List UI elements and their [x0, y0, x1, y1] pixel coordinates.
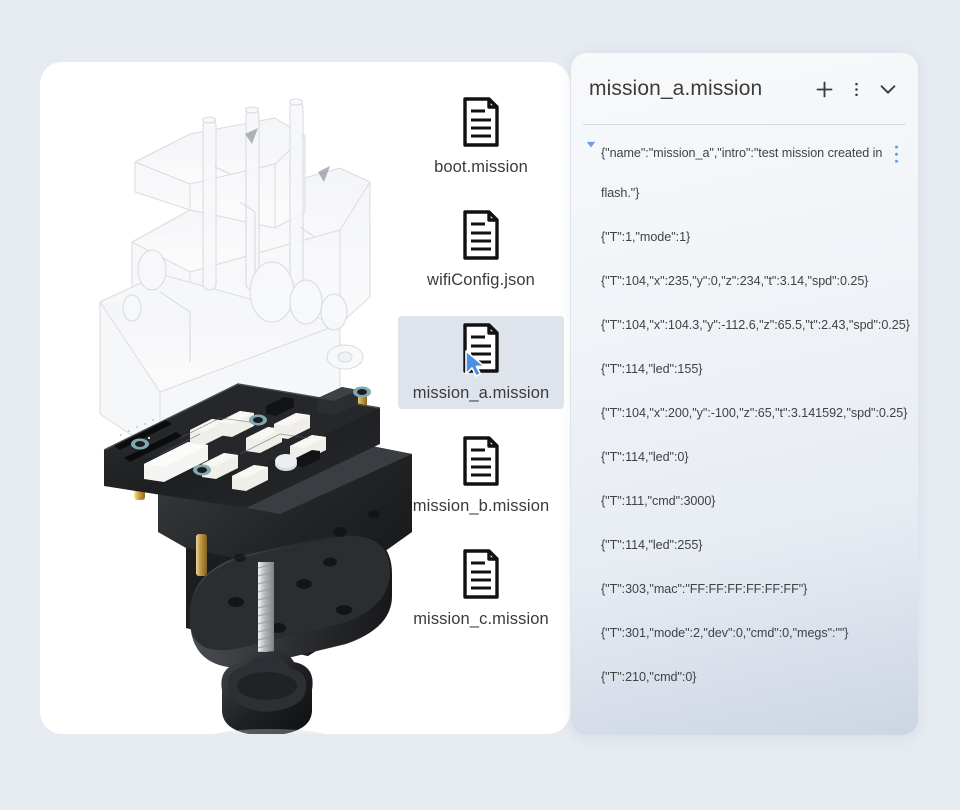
json-line-text: {"T":303,"mac":"FF:FF:FF:FF:FF:FF"}	[601, 582, 808, 596]
json-line-row[interactable]: {"T":114,"led":255}	[585, 521, 904, 565]
product-3d-render	[40, 62, 440, 734]
json-line-text: {"name":"mission_a","intro":"test missio…	[601, 146, 886, 200]
panel-more-button[interactable]	[844, 77, 868, 101]
json-line-row[interactable]: {"T":111,"cmd":3000}	[585, 477, 904, 521]
kebab-menu-icon	[854, 82, 858, 96]
json-line-text: {"T":104,"x":235,"y":0,"z":234,"t":3.14,…	[601, 274, 869, 288]
file-label: mission_c.mission	[413, 610, 549, 628]
json-line-row[interactable]: {"T":210,"cmd":0}	[585, 653, 904, 697]
kebab-menu-icon	[895, 145, 898, 163]
plus-icon	[816, 81, 832, 97]
file-document-icon	[458, 209, 504, 261]
json-line-text: {"T":114,"led":0}	[601, 450, 689, 464]
file-label: wifiConfig.json	[427, 271, 535, 289]
json-line-row[interactable]: {"T":1,"mode":1}	[585, 213, 904, 257]
json-line-row[interactable]: {"T":303,"mac":"FF:FF:FF:FF:FF:FF"}	[585, 565, 904, 609]
file-label: mission_b.mission	[412, 497, 550, 515]
json-line-text: {"T":114,"led":255}	[601, 538, 703, 552]
json-line-text: {"T":111,"cmd":3000}	[601, 494, 716, 508]
json-line-row[interactable]: {"T":104,"x":200,"y":-100,"z":65,"t":3.1…	[585, 389, 908, 433]
file-document-icon	[458, 322, 504, 377]
json-line-row[interactable]: {"name":"mission_a","intro":"test missio…	[585, 129, 904, 213]
json-panel-header: mission_a.mission	[571, 53, 918, 125]
add-button[interactable]	[812, 77, 836, 101]
chevron-down-icon	[880, 85, 896, 94]
json-line-more-button[interactable]	[890, 141, 904, 176]
json-line-row[interactable]: {"T":301,"mode":2,"dev":0,"cmd":0,"megs"…	[585, 609, 904, 653]
json-line-text: {"T":114,"led":155}	[601, 362, 703, 376]
json-line-text: {"T":104,"x":200,"y":-100,"z":65,"t":3.1…	[601, 406, 908, 420]
file-item-mission-c-mission[interactable]: mission_c.mission	[398, 542, 564, 635]
file-item-mission-b-mission[interactable]: mission_b.mission	[398, 429, 564, 522]
file-label: boot.mission	[434, 158, 528, 176]
json-panel-title: mission_a.mission	[589, 77, 763, 100]
file-item-mission-a-mission[interactable]: mission_a.mission	[398, 316, 564, 409]
file-document-icon	[458, 548, 504, 600]
file-document-icon	[458, 435, 504, 487]
file-document-icon	[458, 96, 504, 148]
json-line-text: {"T":301,"mode":2,"dev":0,"cmd":0,"megs"…	[601, 626, 849, 640]
json-line-row[interactable]: {"T":104,"x":235,"y":0,"z":234,"t":3.14,…	[585, 257, 904, 301]
file-list: boot.mission wifiConfig.json	[392, 90, 570, 655]
collapse-button[interactable]	[876, 77, 900, 101]
json-line-row[interactable]: {"T":104,"x":104.3,"y":-112.6,"z":65.5,"…	[585, 301, 910, 345]
json-lines-container: {"name":"mission_a","intro":"test missio…	[571, 125, 918, 697]
json-line-row[interactable]: {"T":114,"led":155}	[585, 345, 904, 389]
disclosure-triangle-icon[interactable]	[585, 137, 599, 155]
file-item-wificonfig-json[interactable]: wifiConfig.json	[398, 203, 564, 296]
json-line-text: {"T":210,"cmd":0}	[601, 670, 697, 684]
json-line-row[interactable]: {"T":114,"led":0}	[585, 433, 904, 477]
json-line-text: {"T":1,"mode":1}	[601, 230, 691, 244]
file-label: mission_a.mission	[412, 384, 550, 402]
json-line-text: {"T":104,"x":104.3,"y":-112.6,"z":65.5,"…	[601, 318, 910, 332]
file-item-boot-mission[interactable]: boot.mission	[398, 90, 564, 183]
mission-json-panel: mission_a.mission	[571, 53, 918, 735]
